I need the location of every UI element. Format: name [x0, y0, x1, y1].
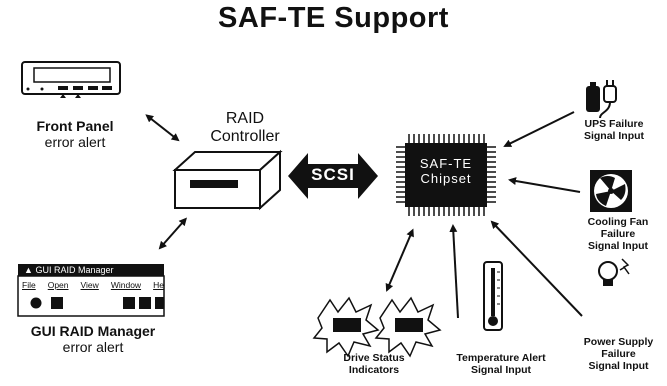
- temperature-label: Temperature Alert Signal Input: [456, 352, 546, 377]
- scsi-label: SCSI: [311, 165, 355, 184]
- cooling-fan-label: Cooling Fan Failure Signal Input: [587, 216, 649, 253]
- gui-window-title: ▲ GUI RAID Manager: [24, 265, 114, 275]
- ups-arrow: [503, 111, 575, 147]
- window-icon: ▲: [24, 265, 33, 275]
- menu-item-window[interactable]: Window: [110, 280, 142, 290]
- ups-icon: [586, 80, 617, 119]
- raid-controller-box-icon: [172, 149, 283, 211]
- fan-arrow: [508, 177, 581, 193]
- front-panel-link-arrow: [145, 114, 180, 142]
- menu-item-view[interactable]: View: [80, 280, 99, 290]
- power-supply-label: Power Supply Failure Signal Input: [583, 336, 654, 373]
- temperature-arrow: [449, 224, 459, 319]
- gui-link-arrow: [158, 217, 187, 250]
- raid-controller-label: RAID Controller: [210, 110, 280, 146]
- drive-status-icon: [312, 296, 442, 358]
- chipset-icon: [396, 134, 496, 216]
- drive-status-arrow: [385, 228, 414, 292]
- gui-window-icon: [17, 264, 165, 317]
- front-panel-icon: [21, 61, 121, 98]
- menu-item-help[interactable]: He: [153, 280, 164, 290]
- thermometer-icon: [483, 261, 503, 331]
- ups-label: UPS Failure Signal Input: [583, 118, 645, 143]
- chipset-label: SAF-TE Chipset: [419, 156, 473, 186]
- drive-status-label: Drive Status Indicators: [343, 352, 405, 377]
- power-arrow: [490, 220, 583, 317]
- gui-manager-label: GUI RAID Manager error alert: [30, 323, 156, 356]
- menu-item-open[interactable]: Open: [47, 280, 69, 290]
- cooling-fan-icon: [590, 170, 632, 212]
- scsi-arrow: [288, 153, 378, 199]
- menu-item-file[interactable]: File: [22, 280, 36, 290]
- page-title: SAF-TE Support: [218, 2, 449, 34]
- gui-menu-bar: File Open View Window He: [22, 280, 164, 290]
- power-supply-icon: [598, 258, 630, 286]
- front-panel-label: Front Panel error alert: [36, 118, 114, 151]
